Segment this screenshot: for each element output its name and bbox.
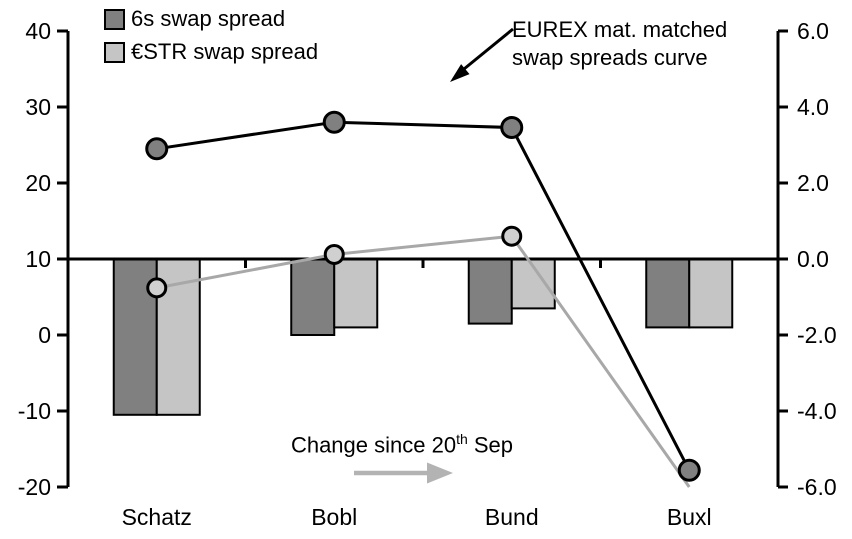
change-annotation: Change since 20th Sep — [282, 431, 522, 458]
left-axis-tick-label: 40 — [25, 18, 51, 44]
line-estr — [156, 234, 691, 488]
left-axis-tick-label: 0 — [38, 322, 51, 348]
bar-estr-bobl — [333, 258, 379, 329]
left-axis-tick-label: 10 — [25, 246, 51, 272]
right-axis-tick-label: -4.0 — [797, 398, 837, 424]
marker-6s-buxl — [677, 458, 701, 482]
marker-estr-bobl — [323, 243, 345, 265]
legend-swatch-6s-icon — [104, 8, 125, 30]
left-axis-tick-label: -20 — [18, 474, 51, 500]
bar-6s-bobl — [290, 258, 336, 336]
bar-6s-bund — [467, 258, 513, 325]
bar-estr-buxl — [688, 258, 734, 329]
left-axis-tick-label: 30 — [25, 94, 51, 120]
change-annotation-sup: th — [456, 431, 468, 447]
marker-estr-schatz — [146, 277, 168, 299]
category-label-buxl: Buxl — [667, 504, 712, 530]
curve-annotation-arrow-shaft — [463, 27, 514, 71]
marker-6s-schatz — [145, 137, 169, 161]
left-axis-tick-label: 20 — [25, 170, 51, 196]
category-label-bund: Bund — [485, 504, 539, 530]
right-axis-tick-label: 2.0 — [797, 170, 829, 196]
right-axis-tick-label: 6.0 — [797, 18, 829, 44]
legend-item-6s: 6s swap spread — [104, 6, 318, 32]
right-axis-tick-label: -6.0 — [797, 474, 837, 500]
marker-6s-bobl — [322, 110, 346, 134]
curve-annotation-line2: swap spreads curve — [512, 45, 708, 70]
change-arrow-head-icon — [427, 462, 453, 484]
change-annotation-prefix: Change since 20 — [290, 432, 457, 458]
legend-swatch-estr-icon — [104, 41, 125, 63]
curve-annotation: EUREX mat. matched swap spreads curve — [512, 16, 727, 72]
legend-label-6s: 6s swap spread — [131, 6, 286, 31]
line-6s — [156, 120, 691, 471]
marker-6s-bund — [500, 116, 524, 140]
bar-6s-buxl — [645, 258, 691, 329]
legend: 6s swap spread €STR swap spread — [104, 6, 318, 65]
legend-item-estr: €STR swap spread — [104, 39, 318, 65]
curve-annotation-arrow-head-icon — [450, 64, 470, 82]
right-axis-tick-label: 4.0 — [797, 94, 829, 120]
category-label-schatz: Schatz — [122, 504, 192, 530]
marker-estr-bund — [501, 225, 523, 247]
curve-annotation-line1: EUREX mat. matched — [512, 17, 728, 42]
legend-label-estr: €STR swap spread — [131, 39, 319, 64]
right-axis-tick-label: 0.0 — [797, 246, 829, 272]
category-label-bobl: Bobl — [311, 504, 357, 530]
change-annotation-suffix: Sep — [467, 432, 514, 458]
left-axis-tick-label: -10 — [18, 398, 51, 424]
right-axis-tick-label: -2.0 — [797, 322, 837, 348]
